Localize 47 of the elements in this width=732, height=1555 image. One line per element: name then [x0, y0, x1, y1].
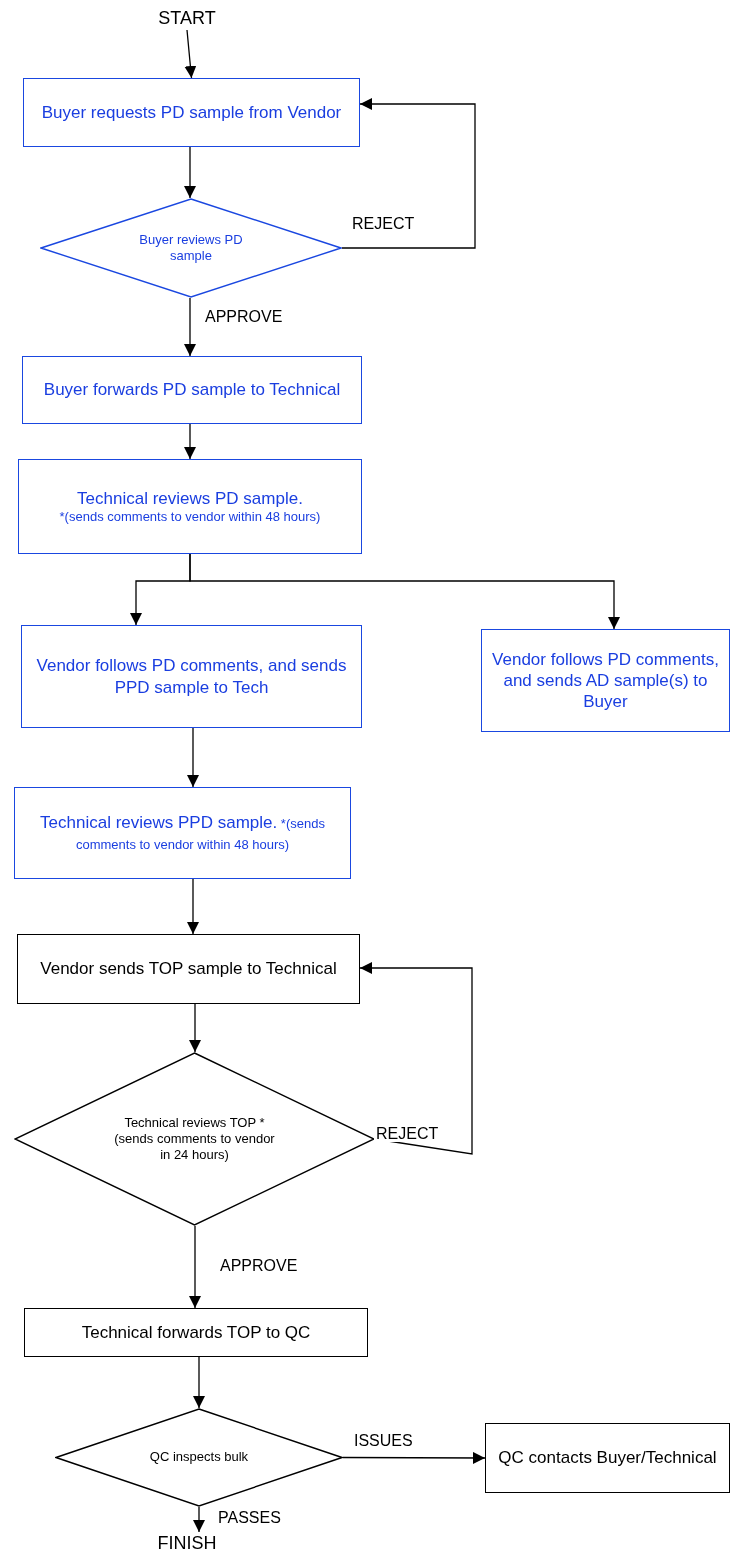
arrow: [184, 423, 196, 460]
arrow: [193, 1506, 205, 1533]
process-box: [17, 934, 360, 1004]
node-text: Vendor follows PD comments, and sends PPD sample to Tech: [35, 655, 348, 698]
node-text: QC inspects bulk: [149, 1449, 249, 1466]
node-text: Technical reviews TOP *(sends comments to vendor in 24 hours): [113, 1114, 276, 1164]
arrow: [187, 878, 199, 935]
arrow: [189, 1225, 201, 1309]
decision-diamond: [55, 1408, 343, 1507]
arrow: [189, 1003, 201, 1053]
edge-label: APPROVE: [218, 1258, 300, 1274]
process-box: [18, 459, 362, 554]
node-text: QC contacts Buyer/Technical: [498, 1447, 717, 1469]
process-box: [14, 787, 351, 879]
process-box: [481, 629, 730, 732]
process-box: [23, 78, 360, 147]
arrow: [341, 98, 476, 249]
node-text: FINISH: [157, 1531, 217, 1555]
edge-label: APPROVE: [203, 309, 285, 325]
process-box: [485, 1423, 730, 1493]
edge-label: REJECT: [374, 1126, 441, 1142]
node-text: Technical forwards TOP to QC: [81, 1321, 311, 1344]
edge-label: PASSES: [216, 1510, 283, 1526]
decision-diamond: [14, 1052, 375, 1226]
decision-diamond: [40, 198, 342, 298]
node-text: Vendor sends TOP sample to Technical: [40, 958, 337, 980]
node-text: Buyer reviews PD sample: [138, 231, 244, 265]
arrow: [342, 1451, 486, 1464]
arrow: [187, 727, 199, 788]
process-box: [24, 1308, 368, 1357]
arrow: [359, 962, 473, 1155]
arrow: [189, 553, 620, 630]
node-text: Buyer requests PD sample from Vendor: [41, 101, 342, 124]
node-text: Technical reviews PD sample.: [76, 487, 304, 509]
node-text: Vendor follows PD comments, and sends AD sample(s) to Buyer: [491, 648, 720, 713]
process-box: [21, 625, 362, 728]
node-text: START: [158, 6, 216, 30]
edge-label: REJECT: [350, 216, 417, 232]
node-text: Buyer forwards PD sample to Technical: [43, 379, 341, 401]
arrow: [184, 297, 196, 357]
node-text: *(sends comments to vendor within 48 hours): [59, 509, 321, 526]
arrow: [184, 29, 197, 79]
node-text: Technical reviews PPD sample. *(sends comments to vendor within 48 hours): [39, 812, 326, 854]
arrow: [193, 1356, 205, 1409]
process-box: [22, 356, 362, 424]
arrow: [184, 146, 196, 199]
edge-label: ISSUES: [352, 1433, 415, 1449]
